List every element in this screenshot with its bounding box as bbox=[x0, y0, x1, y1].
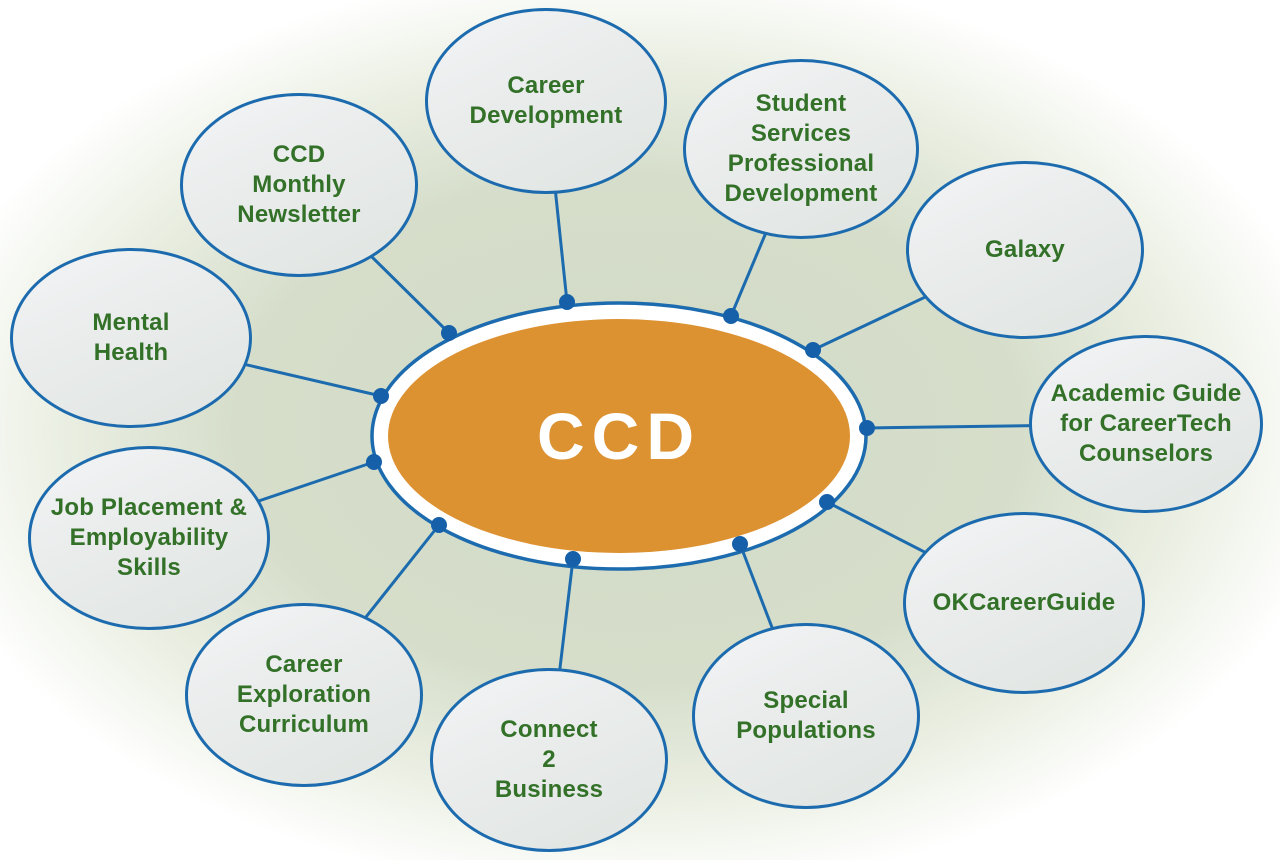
node-mental-health: Mental Health bbox=[10, 248, 252, 428]
node-galaxy: Galaxy bbox=[906, 161, 1144, 339]
center-ellipse bbox=[388, 319, 850, 553]
node-academic-guide-for-careertech-counselors: Academic Guide for CareerTech Counselors bbox=[1029, 335, 1263, 513]
connector-dot bbox=[441, 325, 457, 341]
center-label: CCD bbox=[537, 399, 701, 473]
connector-dot bbox=[859, 420, 875, 436]
node-label: CCD Monthly Newsletter bbox=[237, 141, 361, 228]
node-label: Academic Guide for CareerTech Counselors bbox=[1050, 380, 1242, 467]
node-label: OKCareerGuide bbox=[932, 589, 1116, 616]
connector-dot bbox=[366, 454, 382, 470]
node-job-placement-employability-skills: Job Placement & Employability Skills bbox=[28, 446, 270, 630]
node-special-populations: Special Populations bbox=[692, 623, 920, 809]
node-career-development: Career Development bbox=[425, 8, 667, 194]
node-okcareerguide: OKCareerGuide bbox=[903, 512, 1145, 694]
node-label: Special Populations bbox=[736, 687, 876, 744]
node-connect-2-business: Connect 2 Business bbox=[430, 668, 668, 852]
node-label: Galaxy bbox=[985, 236, 1065, 263]
node-label: Student Services Professional Developmen… bbox=[724, 90, 878, 207]
node-label: Job Placement & Employability Skills bbox=[50, 494, 248, 581]
connector-dot bbox=[732, 536, 748, 552]
node-label: Career Exploration Curriculum bbox=[236, 651, 372, 738]
connector-dot bbox=[431, 517, 447, 533]
node-career-exploration-curriculum: Career Exploration Curriculum bbox=[185, 603, 423, 787]
node-label: Connect 2 Business bbox=[494, 716, 604, 803]
node-label: Career Development bbox=[469, 72, 623, 129]
connector-dot bbox=[805, 342, 821, 358]
connector-dot bbox=[559, 294, 575, 310]
connector-dot bbox=[723, 308, 739, 324]
connector-dot bbox=[819, 494, 835, 510]
node-ccd-monthly-newsletter: CCD Monthly Newsletter bbox=[180, 93, 418, 277]
node-student-services-professional-development: Student Services Professional Developmen… bbox=[683, 59, 919, 239]
connector-dot bbox=[565, 551, 581, 567]
node-label: Mental Health bbox=[92, 309, 170, 366]
connector-dot bbox=[373, 388, 389, 404]
